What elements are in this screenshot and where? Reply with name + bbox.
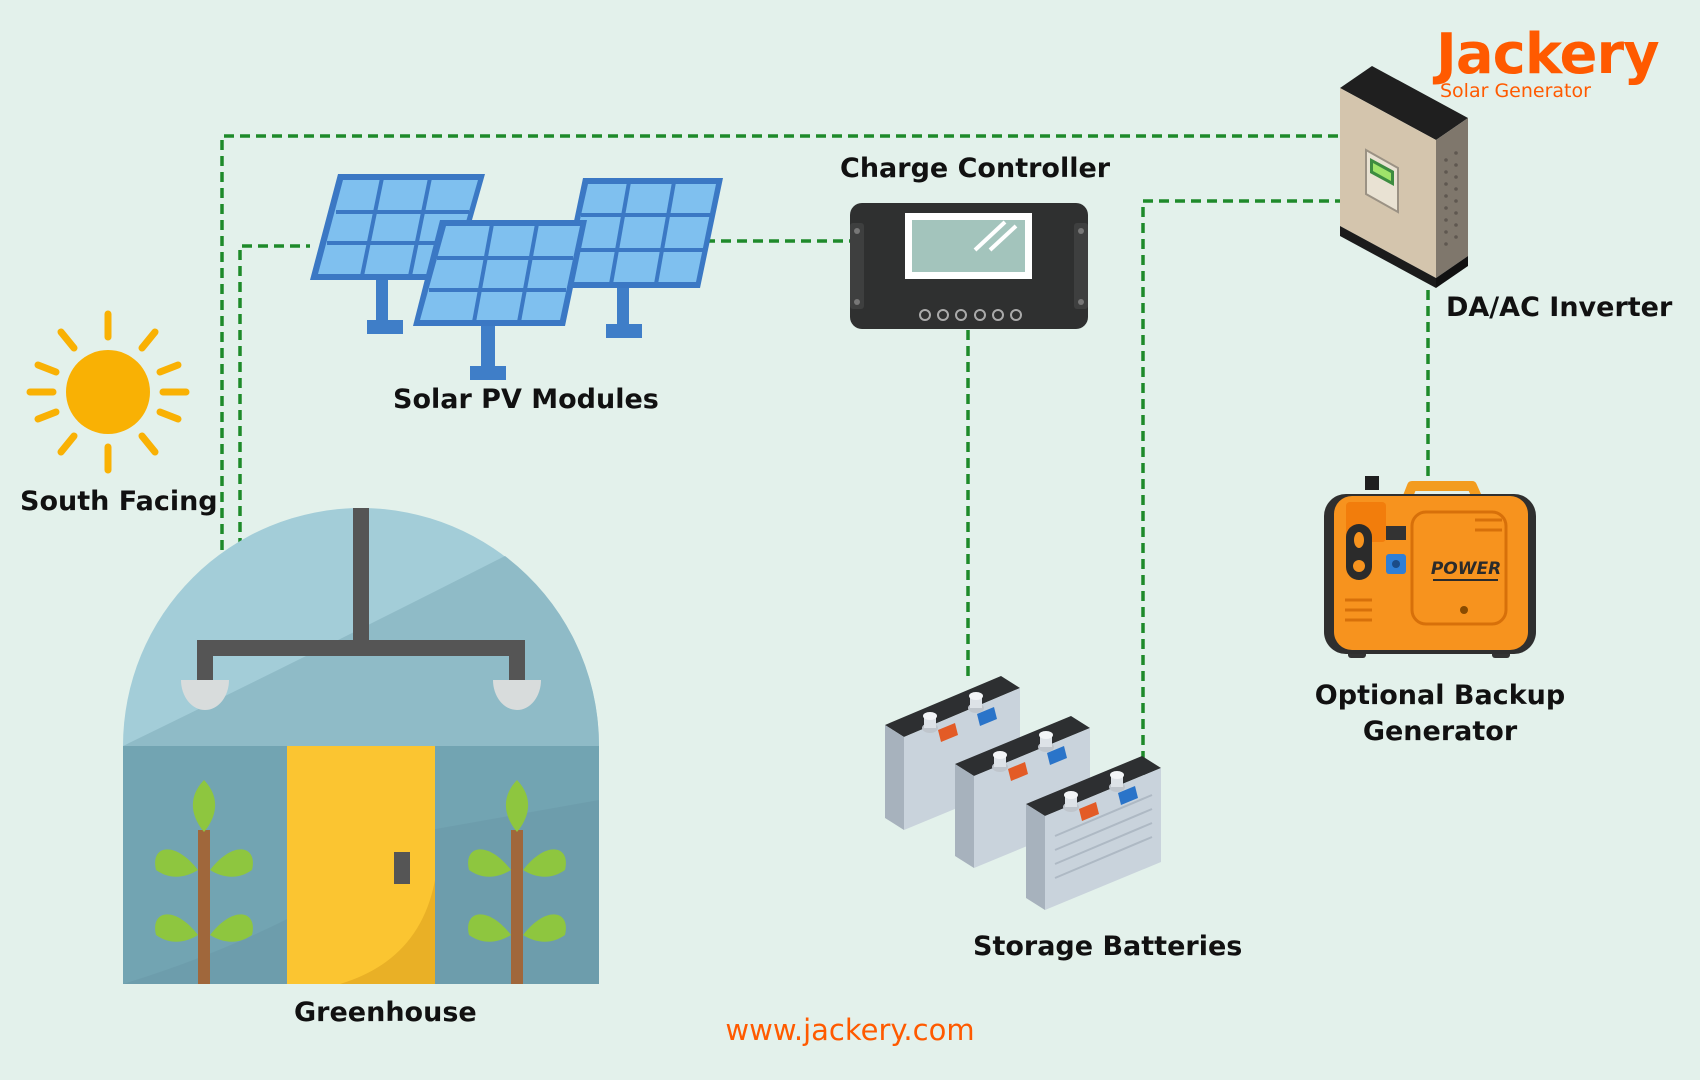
website-link[interactable]: www.jackery.com [725,1013,975,1047]
solar-panels [310,174,723,380]
solar-panel-icon [413,220,587,380]
charge-controller-icon [850,203,1088,329]
label-solar-pv-modules: Solar PV Modules [393,384,659,415]
connector-greenhouse-to-inverter [220,134,1340,550]
brand-logo: Jackery [1436,22,1660,87]
battery-icon [955,716,1090,868]
label-inverter: DA/AC Inverter [1446,292,1673,323]
inverter-icon [1340,66,1468,288]
generator-icon: POWER [1324,476,1536,658]
label-storage-batteries: Storage Batteries [973,931,1243,962]
connector-lines [220,134,1430,775]
label-backup-generator-line1: Optional Backup [1314,680,1566,711]
greenhouse-icon [123,508,600,984]
connector-greenhouse-to-panels [238,244,310,548]
label-charge-controller: Charge Controller [840,153,1111,184]
label-greenhouse: Greenhouse [294,997,477,1028]
generator-panel-text: POWER [1431,559,1501,579]
battery-icon [1026,756,1161,910]
label-south-facing: South Facing [20,486,218,517]
connector-inverter-to-batteries [1141,199,1345,775]
solar-panel-icon [560,178,723,338]
label-backup-generator-line2: Generator [1362,716,1518,747]
battery-icon [885,676,1020,830]
sun-icon [26,310,190,474]
brand-tagline: Solar Generator [1440,80,1591,102]
